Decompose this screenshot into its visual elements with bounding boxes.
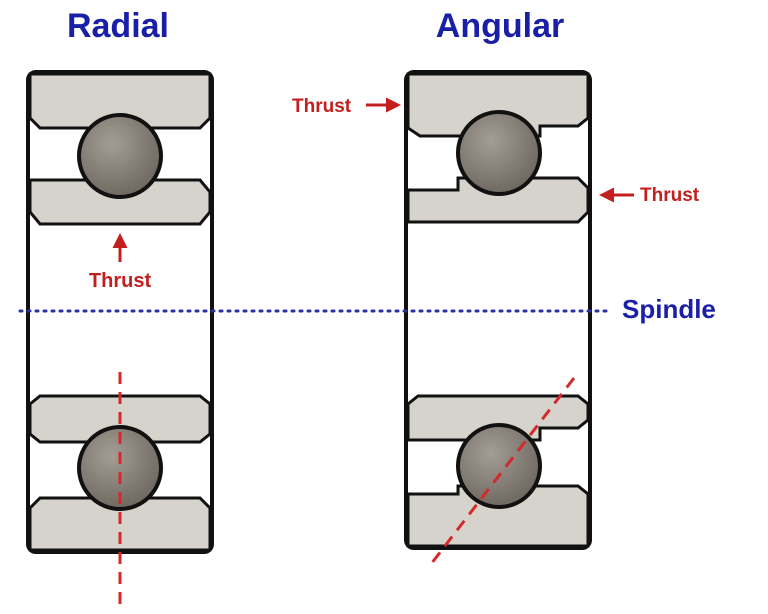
angular-bearing: [404, 70, 592, 550]
radial-bearing: [26, 70, 214, 554]
radial-lower-ball: [77, 425, 163, 511]
angular-lower-inner-race: [406, 484, 590, 548]
radial-upper-ball: [77, 113, 163, 199]
angular-upper-ball: [456, 110, 542, 196]
radial-thrust-label: Thrust: [89, 270, 152, 292]
spindle-label: Spindle: [622, 294, 716, 324]
angular-thrust-left-label: Thrust: [292, 96, 352, 117]
angular-heading: Angular: [436, 7, 564, 45]
angular-upper-inner-race: [406, 176, 590, 224]
radial-upper-outer-race: [28, 72, 212, 130]
angular-thrust-right-label: Thrust: [640, 185, 700, 206]
angular-lower-ball: [456, 423, 542, 509]
angular-upper-outer-race: [406, 72, 590, 138]
radial-heading: Radial: [67, 7, 169, 45]
